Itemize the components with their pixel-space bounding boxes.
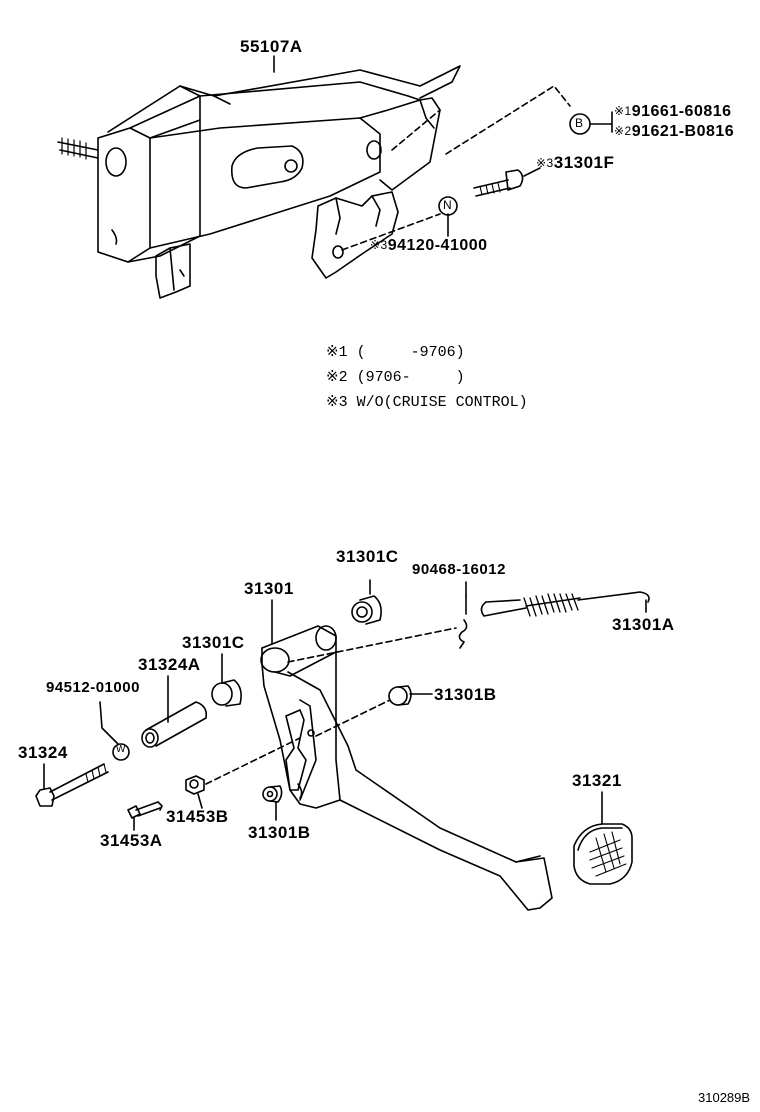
note-3: ※3 W/O(CRUISE CONTROL) xyxy=(326,394,528,411)
mark-1: ※1 xyxy=(614,104,632,118)
part-number-91621: 91621-B0816 xyxy=(631,123,735,140)
callout-n-circle xyxy=(438,196,458,216)
part-label-31301a: 31301A xyxy=(612,615,675,634)
bushing-31301c-top-drawing xyxy=(351,595,382,625)
part-label-31301b-right: 31301B xyxy=(434,685,497,704)
part-number-31301f: 31301F xyxy=(553,153,615,172)
part-label-31301: 31301 xyxy=(244,579,294,598)
part-label-31301b-bottom: 31301B xyxy=(248,823,311,842)
spring-31301a-drawing xyxy=(480,591,650,617)
part-label-31453a: 31453A xyxy=(100,831,163,850)
leader-31453b xyxy=(197,793,203,809)
part-label-31321: 31321 xyxy=(572,771,622,790)
callout-w-letter: W xyxy=(116,744,126,755)
note-2: ※2 (9706- ) xyxy=(326,369,465,386)
callout-b-circle xyxy=(569,113,591,135)
diagram-code: 310289B xyxy=(698,1090,751,1105)
mark-3b: ※3 xyxy=(370,238,388,252)
dash-31453b xyxy=(205,737,301,785)
callout-w-circle xyxy=(112,743,130,761)
dash-b xyxy=(445,85,571,155)
stopper-31301b-bottom-drawing xyxy=(262,785,283,803)
part-label-94512: 94512-01000 xyxy=(46,679,140,696)
clip-90468-drawing xyxy=(458,595,468,649)
bolt-31301f-drawing xyxy=(473,169,524,197)
callout-b-letter: B xyxy=(575,116,584,130)
part-label-31301f: ※331301F xyxy=(536,154,614,171)
leader-b xyxy=(589,111,613,133)
dash-31301b xyxy=(315,699,391,737)
part-label-31324: 31324 xyxy=(18,743,68,762)
dash-n xyxy=(341,213,441,251)
pin-31453a-drawing xyxy=(127,801,163,819)
note-1: ※1 ( -9706) xyxy=(326,344,465,361)
part-label-91661: ※191661-60816 xyxy=(614,104,732,120)
part-number-94120: 94120-41000 xyxy=(387,237,488,254)
part-label-31453b: 31453B xyxy=(166,807,229,826)
bracket-assembly xyxy=(57,65,461,299)
part-label-94120: ※394120-41000 xyxy=(370,238,488,254)
leader-31301f xyxy=(523,167,541,177)
pedal-arm-drawing xyxy=(260,625,553,911)
bolt-31324-drawing xyxy=(35,763,109,807)
part-label-55107a: 55107A xyxy=(240,37,303,56)
dash-90468 xyxy=(287,627,457,663)
pedal-pad-drawing xyxy=(573,823,633,885)
stopper-31301b-right-drawing xyxy=(388,685,412,706)
part-label-31324a: 31324A xyxy=(138,655,201,674)
part-label-31301c-top: 31301C xyxy=(336,547,399,566)
bushing-31301c-left-drawing xyxy=(211,679,242,707)
part-label-90468: 90468-16012 xyxy=(412,561,506,578)
nut-31453b-drawing xyxy=(185,775,205,795)
leader-94512 xyxy=(99,701,119,745)
dash-b2 xyxy=(391,109,441,151)
part-label-91621: ※291621-B0816 xyxy=(614,124,734,140)
collar-31324a-drawing xyxy=(141,701,208,748)
mark-3: ※3 xyxy=(536,156,554,170)
part-label-31301c-left: 31301C xyxy=(182,633,245,652)
callout-n-letter: N xyxy=(443,198,452,212)
mark-2: ※2 xyxy=(614,124,632,138)
part-number-91661: 91661-60816 xyxy=(631,103,732,120)
